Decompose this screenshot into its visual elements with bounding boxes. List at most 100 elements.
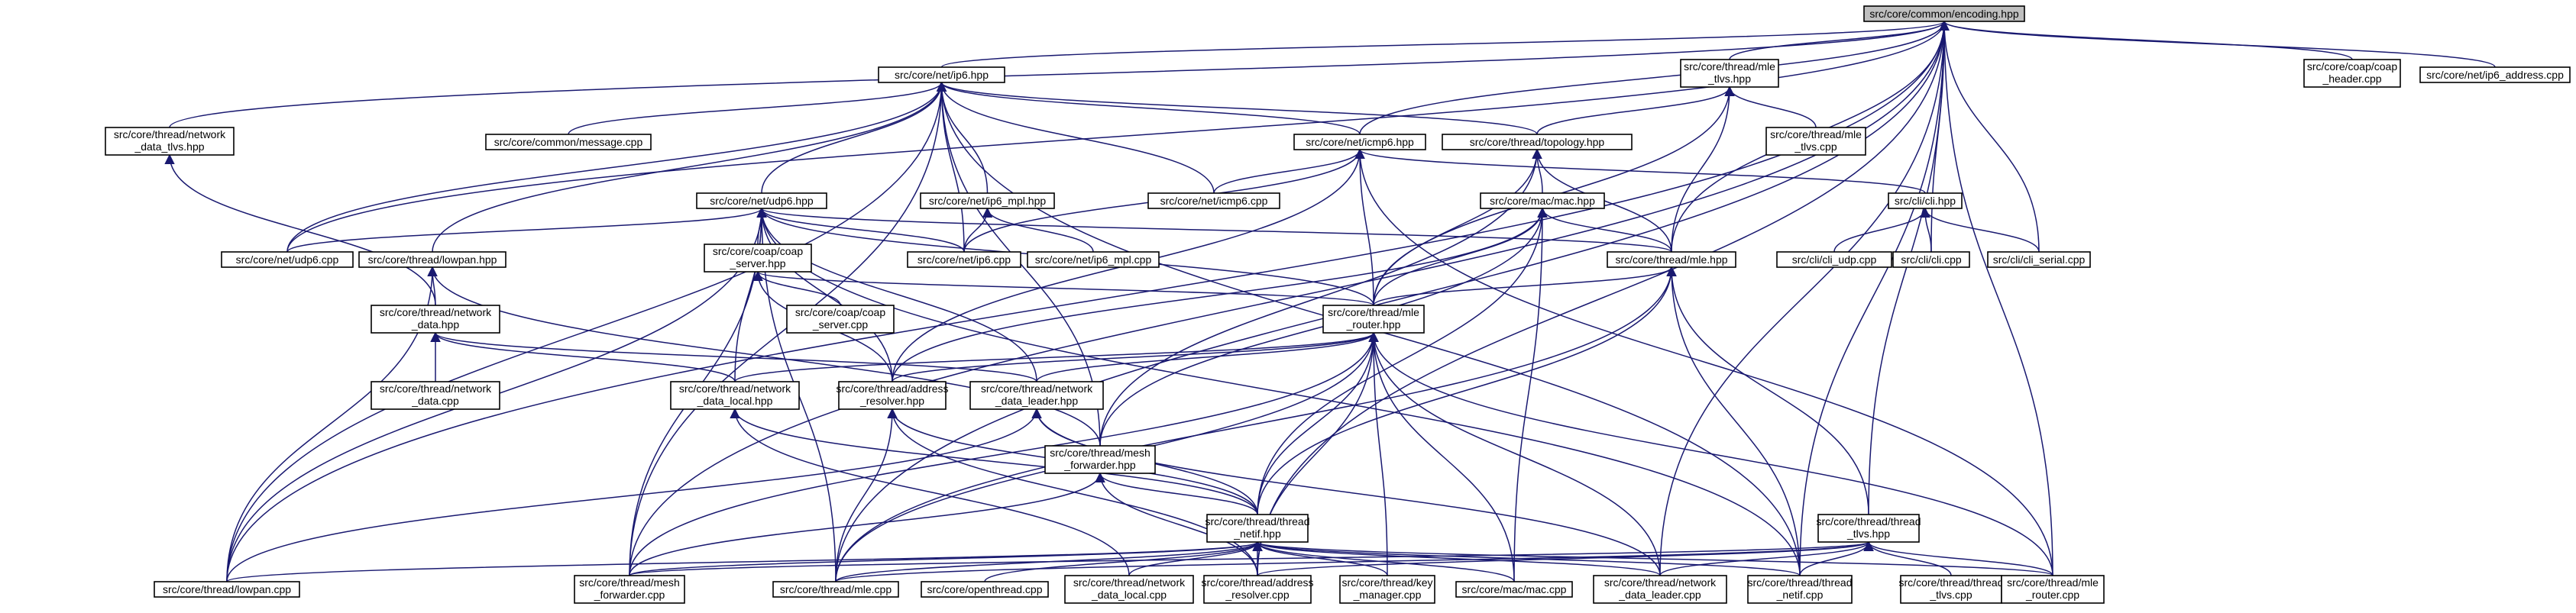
- file-node-root[interactable]: src/core/common/encoding.hpp: [1863, 5, 2025, 22]
- file-node-label: _forwarder.hpp: [1063, 459, 1136, 471]
- file-node-mle-hpp[interactable]: src/core/thread/mle.hpp: [1607, 251, 1736, 268]
- include-edge: [963, 207, 993, 253]
- file-node-box: [1203, 575, 1312, 604]
- file-node-label: src/core/net/udp6.cpp: [236, 253, 339, 266]
- include-edge: [1031, 408, 1661, 576]
- file-node-topology[interactable]: src/core/thread/topology.hpp: [1442, 134, 1633, 150]
- include-edge: [1920, 207, 1932, 253]
- file-node-mle-tlvs[interactable]: src/core/thread/mle_tlvs.hpp: [1680, 59, 1779, 88]
- file-node-nd-leader-hpp[interactable]: src/core/thread/network_data_leader.hpp: [969, 381, 1104, 410]
- file-node-label: _tlvs.hpp: [1707, 73, 1751, 85]
- include-edge: [937, 81, 1538, 135]
- file-node-nd-leader-cpp[interactable]: src/core/thread/network_data_leader.cpp: [1593, 575, 1727, 604]
- file-node-nd-tlvs[interactable]: src/core/thread/network_data_tlvs.hpp: [105, 127, 235, 156]
- file-node-openthread-cpp[interactable]: src/core/openthread.cpp: [921, 581, 1049, 598]
- file-node-coap-server[interactable]: src/core/coap/coap_server.hpp: [704, 244, 812, 273]
- file-node-udp6-hpp[interactable]: src/core/net/udp6.hpp: [696, 192, 827, 209]
- file-node-box: [1765, 127, 1866, 156]
- include-edge: [1863, 540, 2053, 576]
- file-node-ip6-mpl-cpp[interactable]: src/core/net/ip6_mpl.cpp: [1027, 251, 1160, 268]
- file-node-label: src/core/thread/network: [114, 128, 226, 140]
- include-edge: [1213, 148, 1365, 194]
- file-node-message-cpp[interactable]: src/core/common/message.cpp: [485, 134, 652, 150]
- include-edge: [1799, 540, 1874, 576]
- file-node-thread-tlvs-cpp[interactable]: src/core/thread/thread_tlvs.cpp: [1899, 575, 2004, 604]
- file-node-box: [1863, 5, 2025, 22]
- file-node-mle-cpp[interactable]: src/core/thread/mle.cpp: [772, 581, 899, 598]
- file-node-cli-hpp[interactable]: src/cli/cli.hpp: [1888, 192, 1963, 209]
- file-node-label: _tlvs.hpp: [1846, 528, 1890, 540]
- file-node-lowpan-hpp[interactable]: src/core/thread/lowpan.hpp: [358, 251, 506, 268]
- include-edge: [756, 207, 1672, 253]
- include-edge: [226, 540, 1263, 582]
- file-node-netif-hpp[interactable]: src/core/thread/thread_netif.hpp: [1205, 514, 1310, 543]
- file-node-udp6-cpp[interactable]: src/core/net/udp6.cpp: [221, 251, 354, 268]
- file-node-label: src/core/mac/mac.cpp: [1462, 583, 1567, 595]
- file-node-ip6-cpp[interactable]: src/core/net/ip6.cpp: [907, 251, 1021, 268]
- file-node-mac-cpp[interactable]: src/core/mac/mac.cpp: [1455, 581, 1573, 598]
- include-edge: [1513, 207, 1548, 582]
- file-node-label: src/core/mac/mac.hpp: [1490, 195, 1595, 207]
- file-node-box: [772, 581, 899, 598]
- file-node-nd-local-hpp[interactable]: src/core/thread/network_data_local.hpp: [670, 381, 800, 410]
- file-node-label: src/core/net/ip6.hpp: [895, 69, 989, 81]
- include-edge: [982, 207, 1094, 253]
- file-node-coap-header[interactable]: src/core/coap/coap_header.cpp: [2303, 59, 2401, 88]
- include-edge: [169, 20, 1950, 128]
- include-edge: [892, 331, 1379, 382]
- file-node-ip6-address[interactable]: src/core/net/ip6_address.cpp: [2419, 66, 2571, 83]
- file-node-thread-tlvs-hpp[interactable]: src/core/thread/thread_tlvs.hpp: [1817, 514, 1921, 543]
- include-edge: [1659, 540, 1874, 576]
- file-node-mesh-fwd-hpp[interactable]: src/core/thread/mesh_forwarder.hpp: [1044, 445, 1156, 474]
- file-node-cli-cpp[interactable]: src/cli/cli.cpp: [1892, 251, 1970, 268]
- file-node-icmp6-hpp[interactable]: src/core/net/icmp6.hpp: [1293, 134, 1426, 150]
- file-node-label: src/core/thread/network: [380, 382, 492, 395]
- file-node-label: src/cli/cli_serial.cpp: [1993, 253, 2086, 266]
- file-node-cli-serial[interactable]: src/cli/cli_serial.cpp: [1987, 251, 2091, 268]
- file-node-box: [1593, 575, 1727, 604]
- file-node-mesh-fwd-cpp[interactable]: src/core/thread/mesh_forwarder.cpp: [574, 575, 685, 604]
- file-node-label: src/core/thread/thread: [1899, 576, 2004, 589]
- file-node-label: _data.hpp: [411, 318, 459, 331]
- include-edge: [1354, 148, 1374, 306]
- include-edge: [1536, 85, 1735, 135]
- file-node-label: _resolver.hpp: [859, 395, 924, 407]
- include-edge: [427, 266, 1101, 447]
- file-node-label: src/core/thread/network: [981, 382, 1093, 395]
- file-node-nd-cpp[interactable]: src/core/thread/network_data.cpp: [371, 381, 500, 410]
- file-node-mle-router-cpp[interactable]: src/core/thread/mle_router.cpp: [2001, 575, 2105, 604]
- file-node-addr-res-hpp[interactable]: src/core/thread/address_resolver.hpp: [836, 381, 949, 410]
- file-node-addr-res-cpp[interactable]: src/core/thread/address_resolver.cpp: [1201, 575, 1314, 604]
- file-node-ip6[interactable]: src/core/net/ip6.hpp: [878, 66, 1005, 83]
- include-edge: [1939, 20, 2496, 68]
- file-node-icmp6-cpp[interactable]: src/core/net/icmp6.cpp: [1147, 192, 1280, 209]
- file-node-label: src/core/common/message.cpp: [494, 136, 643, 148]
- include-edge: [1368, 331, 2053, 576]
- file-node-ip6-mpl-hpp[interactable]: src/core/net/ip6_mpl.hpp: [920, 192, 1055, 209]
- file-node-box: [969, 381, 1104, 410]
- file-node-label: src/core/coap/coap: [2307, 60, 2397, 73]
- include-edge: [1095, 472, 1258, 515]
- file-node-netif-cpp[interactable]: src/core/thread/thread_netif.cpp: [1747, 575, 1853, 604]
- file-node-label: src/core/thread/network: [380, 306, 492, 318]
- file-node-box: [1987, 251, 2091, 268]
- file-node-mac-hpp[interactable]: src/core/mac/mac.hpp: [1480, 192, 1605, 209]
- include-edge: [1095, 472, 1258, 576]
- include-edge: [835, 408, 898, 582]
- file-node-nd-local-cpp[interactable]: src/core/thread/network_data_local.cpp: [1064, 575, 1194, 604]
- file-node-lowpan-cpp[interactable]: src/core/thread/lowpan.cpp: [154, 581, 300, 598]
- file-node-label: src/core/openthread.cpp: [927, 583, 1043, 595]
- file-node-label: _tlvs.cpp: [1929, 589, 1972, 601]
- file-node-nd-hpp[interactable]: src/core/thread/network_data.hpp: [371, 305, 500, 334]
- file-node-cli-udp[interactable]: src/cli/cli_udp.cpp: [1776, 251, 1892, 268]
- file-node-box: [1206, 514, 1309, 543]
- file-node-key-mgr-cpp[interactable]: src/core/thread/key_manager.cpp: [1339, 575, 1435, 604]
- file-node-box: [696, 192, 827, 209]
- include-edge: [761, 81, 947, 194]
- file-node-coap-server-cpp[interactable]: src/core/coap/coap_server.cpp: [786, 305, 895, 334]
- file-node-box: [1339, 575, 1435, 604]
- file-node-mle-router-hpp[interactable]: src/core/thread/mle_router.hpp: [1322, 305, 1425, 334]
- file-node-mle-tlvs-cpp[interactable]: src/core/thread/mle_tlvs.cpp: [1765, 127, 1866, 156]
- file-node-box: [154, 581, 300, 598]
